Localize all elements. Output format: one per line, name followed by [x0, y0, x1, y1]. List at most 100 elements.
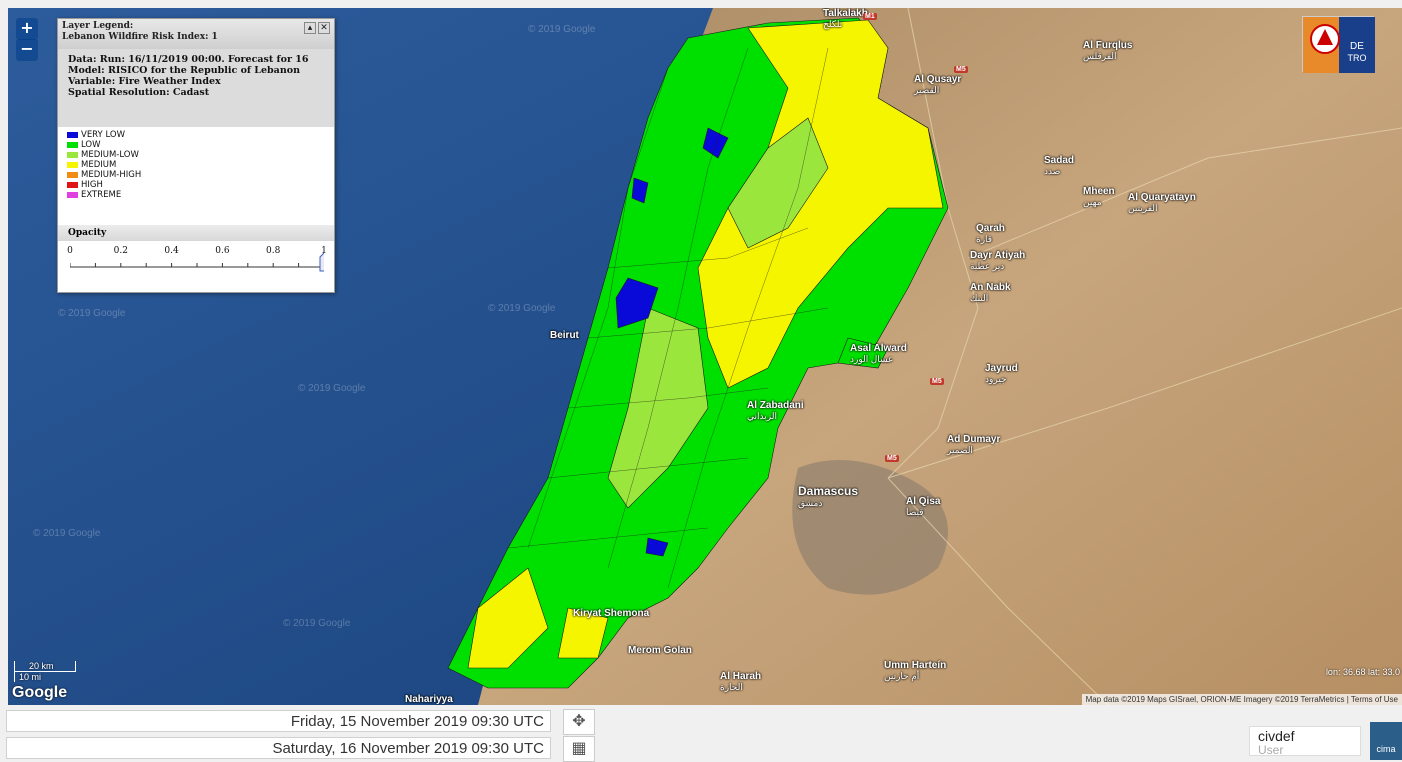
legend-item-label: HIGH [81, 180, 103, 190]
date-to-field[interactable]: Saturday, 16 November 2019 09:30 UTC [6, 737, 551, 759]
region-medium-south2 [557, 607, 609, 659]
opacity-label: Opacity [58, 225, 334, 241]
legend-item: MEDIUM-HIGH [67, 170, 325, 180]
legend-item-label: VERY LOW [81, 130, 125, 140]
opacity-slider[interactable]: 0 0.2 0.4 0.6 0.8 1 [58, 241, 334, 291]
risk-layer [447, 17, 949, 689]
roads [887, 8, 1402, 705]
detroit-logo: DE TRO [1302, 16, 1375, 73]
legend-swatch [67, 162, 78, 168]
cadastre-lines [507, 47, 829, 589]
legend-item-label: MEDIUM-LOW [81, 150, 139, 160]
legend-info-line: Data: Run: 16/11/2019 00:00. Forecast fo… [68, 54, 309, 65]
legend-swatch [67, 182, 78, 188]
svg-text:DE: DE [1350, 41, 1364, 52]
legend-info-line: Spatial Resolution: Cadast [68, 87, 210, 98]
map-watermark: © 2019 Google [58, 308, 126, 319]
date-from-field[interactable]: Friday, 15 November 2019 09:30 UTC [6, 710, 551, 732]
cima-logo: cima [1370, 722, 1402, 760]
zoom-out-button[interactable]: − [16, 39, 38, 61]
region-verylow-d [645, 537, 669, 557]
legend-info-line: Variable: Fire Weather Index [68, 76, 221, 87]
slider-tick-label: 0 [67, 246, 73, 256]
region-medium-south [467, 567, 549, 669]
map-base [8, 8, 1402, 705]
minimize-icon[interactable]: ▴ [304, 22, 316, 34]
scale-mi: 10 mi [14, 672, 46, 682]
legend-item: MEDIUM [67, 160, 325, 170]
legend-item: EXTREME [67, 190, 325, 200]
map-watermark: © 2019 Google [488, 303, 556, 314]
slider-tick-label: 0.2 [113, 246, 128, 256]
region-medlow-a [727, 117, 829, 249]
slider-tick-label: 0.8 [266, 246, 281, 256]
place-label: Beirut [550, 330, 579, 341]
place-label: Kiryat Shemona [573, 608, 650, 619]
damascus-area [792, 460, 948, 595]
legend-swatch [67, 142, 78, 148]
user-label: User [1258, 743, 1284, 757]
map-watermark: © 2019 Google [528, 24, 596, 35]
move-icon[interactable]: ✥ [563, 709, 595, 735]
legend-swatch [67, 152, 78, 158]
map-view[interactable]: + − © 2019 Google © 2019 Google © 2019 G… [8, 8, 1402, 705]
place-label: Merom Golan [628, 645, 692, 656]
legend-swatch [67, 192, 78, 198]
calendar-icon[interactable]: ▦ [563, 736, 595, 762]
legend-title: Layer Legend: [62, 21, 134, 31]
legend-header: Layer Legend: Lebanon Wildfire Risk Inde… [58, 19, 334, 49]
zoom-in-button[interactable]: + [16, 18, 38, 40]
scale-bar: 20 km 10 mi [14, 661, 84, 683]
map-attribution[interactable]: Map data ©2019 Maps GISrael, ORION-ME Im… [1081, 694, 1402, 705]
legend-swatch [67, 172, 78, 178]
legend-layer-name: Lebanon Wildfire Risk Index: 1 [62, 32, 218, 42]
slider-tick-label: 1 [321, 246, 327, 256]
svg-text:TRO: TRO [1348, 53, 1367, 63]
road-shield: M5 [885, 455, 899, 462]
google-logo: Google [12, 684, 68, 701]
slider-tick-label: 0.6 [215, 246, 230, 256]
user-value: civdef [1258, 728, 1295, 744]
cursor-coordinates: lon: 36.68 lat: 33.0 [1325, 667, 1400, 677]
legend-item-label: MEDIUM-HIGH [81, 170, 142, 180]
road-shield: M5 [954, 66, 968, 73]
close-icon[interactable]: ✕ [318, 22, 330, 34]
legend-item-label: EXTREME [81, 190, 122, 200]
map-watermark: © 2019 Google [283, 618, 351, 629]
region-medlow-b [607, 307, 709, 509]
legend-item-label: MEDIUM [81, 160, 117, 170]
slider-tick-label: 0.4 [164, 246, 179, 256]
legend-item: MEDIUM-LOW [67, 150, 325, 160]
map-watermark: © 2019 Google [298, 383, 366, 394]
legend-item-label: LOW [81, 140, 101, 150]
region-verylow-c [631, 177, 649, 204]
legend-info-line: Model: RISICO for the Republic of Lebano… [68, 65, 300, 76]
place-label: Nahariyya [405, 694, 453, 705]
region-low-east [837, 337, 889, 369]
map-watermark: © 2019 Google [33, 528, 101, 539]
region-verylow-a [702, 127, 729, 159]
legend-item: VERY LOW [67, 130, 325, 140]
legend-item: LOW [67, 140, 325, 150]
region-verylow-b [615, 277, 659, 329]
legend-info: Data: Run: 16/11/2019 00:00. Forecast fo… [58, 49, 334, 127]
user-field[interactable]: civdef User [1249, 726, 1361, 757]
layer-legend-panel[interactable]: Layer Legend: Lebanon Wildfire Risk Inde… [57, 18, 335, 293]
